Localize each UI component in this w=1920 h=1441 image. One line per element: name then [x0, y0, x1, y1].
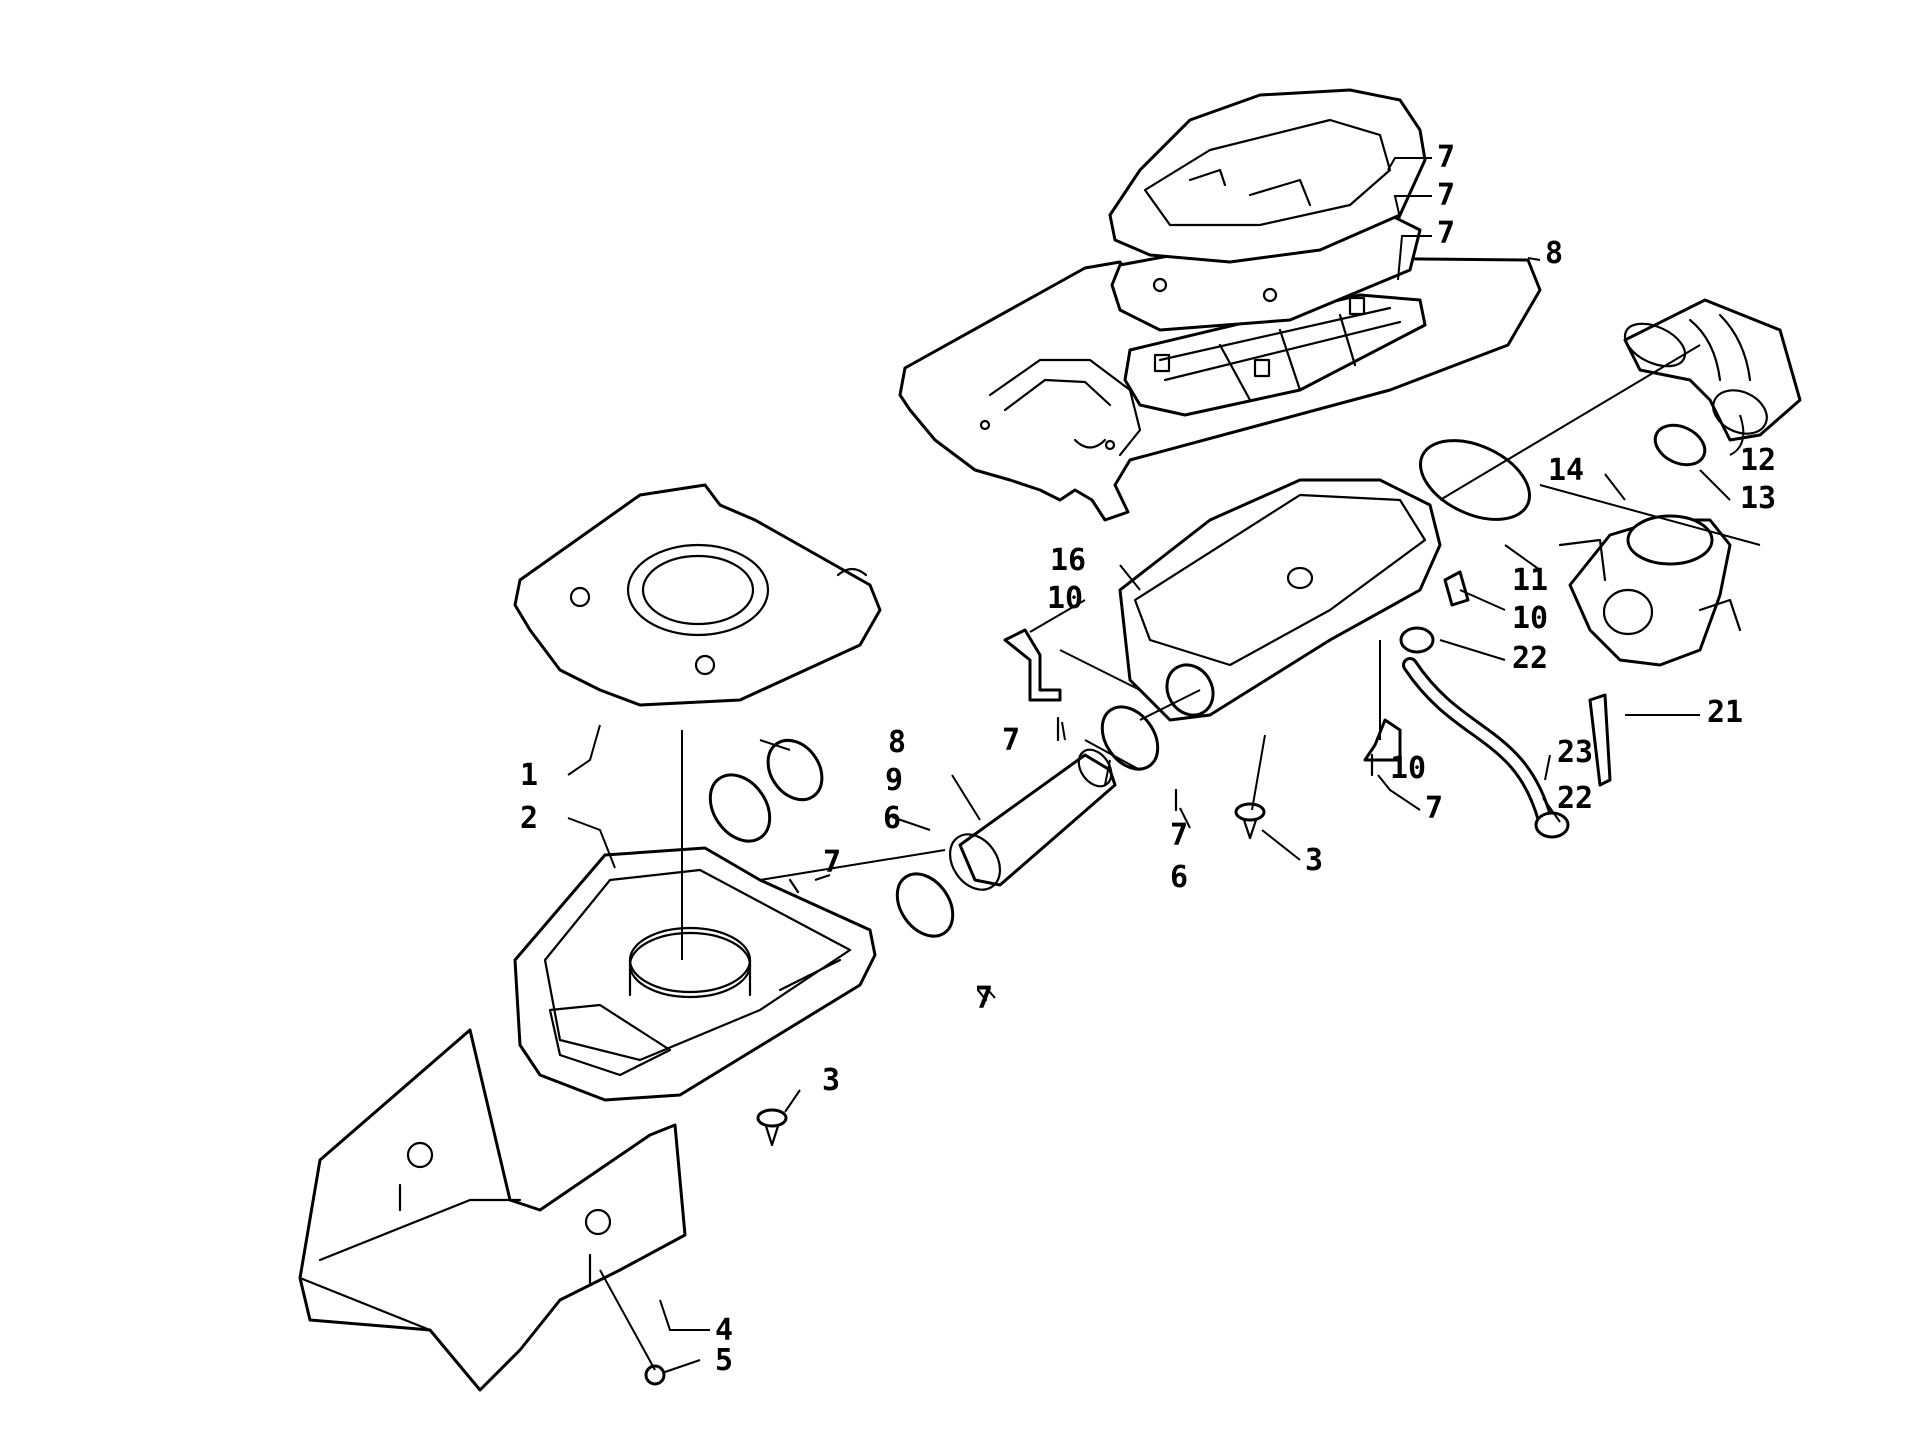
callout-6-left: 6	[883, 801, 901, 836]
part-9-intake-tube	[948, 748, 1117, 891]
part-23-hose	[1402, 657, 1553, 828]
part-15-upper-airbox	[1118, 478, 1442, 722]
part-7-screws	[788, 716, 1374, 1002]
part-3-grommet-lower	[756, 1108, 788, 1147]
part-1-cover-plate	[513, 483, 882, 707]
part-11-airbox-lid	[1108, 88, 1427, 264]
part-22-clamp-upper	[1399, 626, 1435, 654]
part-22-clamp-lower	[1534, 811, 1570, 839]
callout-9: 9	[885, 763, 903, 798]
callout-leaders	[567, 157, 1745, 1373]
part-2-lower-airbox	[513, 846, 877, 1102]
callout-6-right: 6	[1170, 860, 1188, 895]
part-16-clip	[1443, 570, 1470, 607]
callout-21: 21	[1707, 695, 1743, 730]
callout-8: 8	[888, 725, 906, 760]
callout-3-lower: 3	[822, 1063, 840, 1098]
assembly-lines	[599, 344, 1761, 1371]
callout-7-right: 7	[1425, 791, 1443, 826]
callout-3-upper: 3	[1305, 843, 1323, 878]
part-6-clamp-middle	[895, 872, 955, 938]
part-4-heat-shield	[298, 1028, 687, 1392]
callout-10-left: 10	[1047, 581, 1083, 616]
callout-11: 7	[1437, 140, 1455, 175]
callout-7-left: 7	[823, 845, 841, 880]
part-5-bolt	[644, 1364, 666, 1386]
callout-2: 2	[520, 801, 538, 836]
callout-16: 10	[1512, 601, 1548, 636]
callout-5: 5	[715, 1343, 733, 1378]
part-10-bracket-right	[1363, 718, 1402, 762]
callout-7-lower: 7	[975, 981, 993, 1016]
callout-1: 1	[520, 758, 538, 793]
part-6-clamp-left	[708, 773, 772, 843]
callout-18: 12	[1740, 443, 1776, 478]
callout-22-lower: 22	[1557, 781, 1593, 816]
callout-12: 7	[1437, 178, 1455, 213]
part-3-grommet-upper	[1234, 802, 1266, 840]
part-6-clamp-right	[1100, 705, 1160, 771]
part-20-carburetor	[1558, 514, 1742, 667]
callout-23: 23	[1557, 735, 1593, 770]
callout-14: 8	[1545, 236, 1563, 271]
part-18-carb-boot	[1623, 298, 1802, 442]
callout-17: 11	[1512, 563, 1548, 598]
part-19-clamp-small	[1653, 423, 1707, 467]
part-13-filter-cage	[1123, 293, 1427, 417]
callout-20: 14	[1548, 453, 1584, 488]
callout-15: 16	[1050, 543, 1086, 578]
callout-10-right: 10	[1390, 751, 1426, 786]
callout-22-upper: 22	[1512, 641, 1548, 676]
callout-7-middle: 7	[1170, 818, 1188, 853]
part-8-coupler	[766, 738, 824, 802]
part-21-hose	[1588, 693, 1612, 787]
callout-7-upper-left: 7	[1002, 723, 1020, 758]
callout-19: 13	[1740, 481, 1776, 516]
callout-13: 7	[1437, 216, 1455, 251]
part-10-bracket-left	[1003, 628, 1062, 702]
callout-4: 4	[715, 1313, 733, 1348]
callout-labels: 7 7 7 8 12 13 14 11 10 22 21 23 22 16 10…	[520, 140, 1776, 1378]
